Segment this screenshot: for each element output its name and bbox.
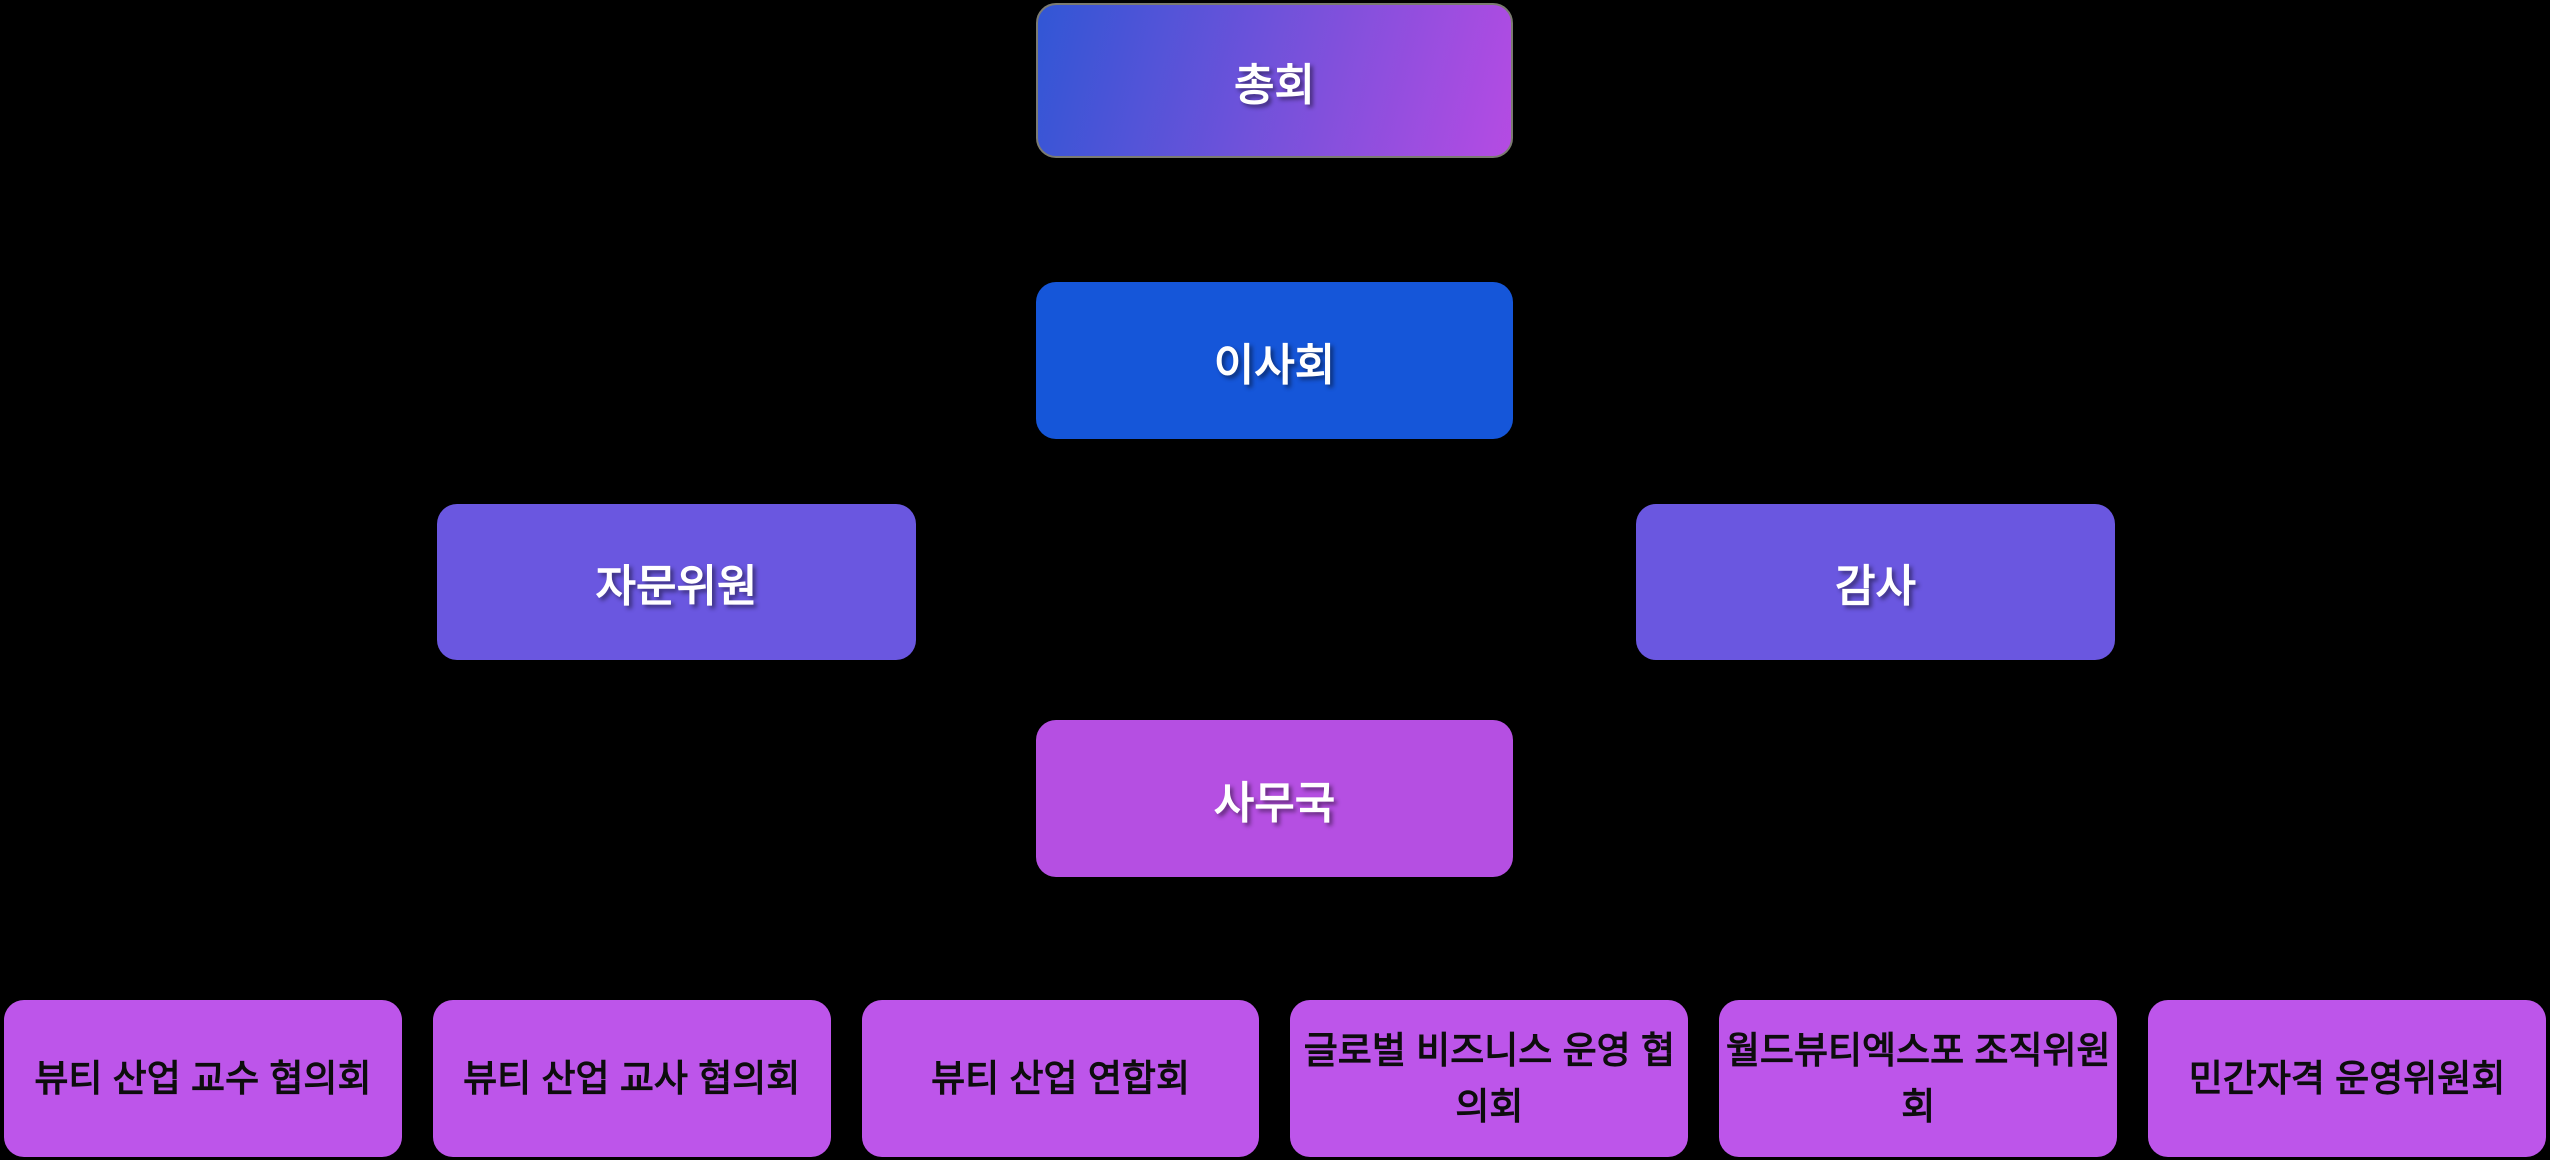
node-advisory-committee: 자문위원 [437,504,916,660]
node-secretariat: 사무국 [1036,720,1513,877]
node-auditor-label: 감사 [1835,562,1916,611]
committee-row: 뷰티 산업 교수 협의회 뷰티 산업 교사 협의회 뷰티 산업 연합회 글로벌 … [4,1000,2546,1157]
node-general-assembly: 총회 [1036,3,1513,158]
node-committee-label: 뷰티 산업 연합회 [931,1057,1190,1099]
node-committee-global-business: 글로벌 비즈니스 운영 협의회 [1290,1000,1689,1157]
node-committee-label: 민간자격 운영위원회 [2188,1057,2506,1099]
node-committee-federation: 뷰티 산업 연합회 [861,1000,1260,1157]
node-committee-label: 뷰티 산업 교수 협의회 [34,1057,372,1099]
node-board-of-directors-label: 이사회 [1213,340,1336,390]
node-committee-teachers: 뷰티 산업 교사 협의회 [432,1000,831,1157]
node-committee-label: 뷰티 산업 교사 협의회 [463,1057,801,1099]
node-committee-professors: 뷰티 산업 교수 협의회 [4,1000,402,1157]
node-board-of-directors: 이사회 [1036,282,1513,439]
node-committee-label: 월드뷰티엑스포 조직위원회 [1725,1030,2111,1127]
node-committee-private-certification: 민간자격 운영위원회 [2148,1000,2546,1157]
node-secretariat-label: 사무국 [1213,778,1336,828]
node-advisory-committee-label: 자문위원 [595,562,758,611]
node-committee-label: 글로벌 비즈니스 운영 협의회 [1303,1030,1676,1127]
node-auditor: 감사 [1636,504,2115,660]
node-general-assembly-label: 총회 [1234,60,1315,110]
node-committee-world-beauty-expo: 월드뷰티엑스포 조직위원회 [1719,1000,2118,1157]
